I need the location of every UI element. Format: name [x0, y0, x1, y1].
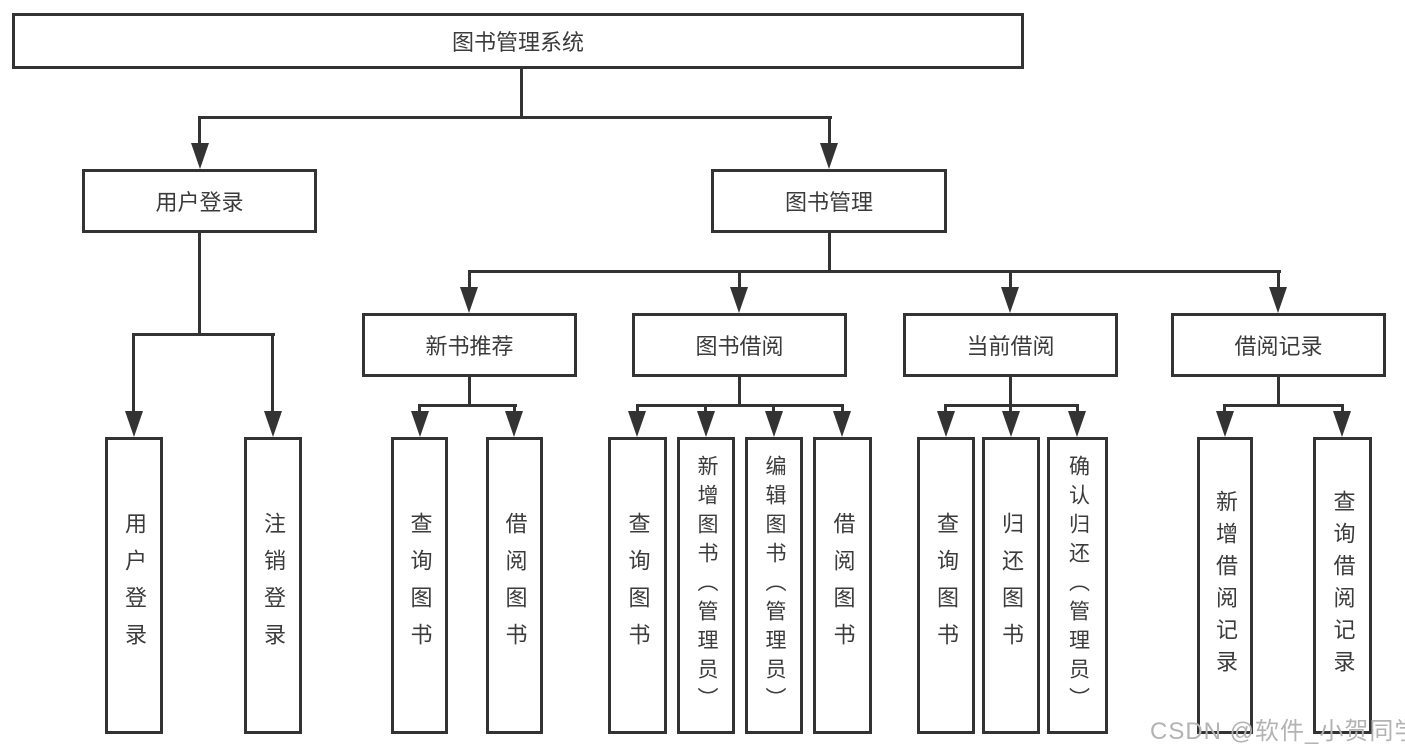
node-library-management-system: 图书管理系统: [12, 13, 1024, 69]
leaf-add-books-admin: 新增图书（管理员）: [677, 437, 735, 734]
connector-line: [1009, 377, 1012, 406]
arrow-down-icon: [1216, 411, 1234, 437]
arrow-down-icon: [505, 411, 523, 437]
connector-line: [1341, 404, 1344, 413]
leaf-logout: 注销登录: [244, 437, 302, 734]
connector-line: [271, 333, 274, 413]
leaf-borrow-books: 借阅图书: [813, 437, 872, 734]
arrow-down-icon: [191, 143, 209, 169]
connector-line: [944, 404, 947, 413]
leaf-user-login-label: 用户登录: [122, 511, 147, 660]
leaf-borrow-books-recommend-label: 借阅图书: [502, 511, 528, 660]
csdn-watermark: CSDN @软件_小贺同学: [1150, 718, 1405, 745]
connector-line: [1076, 404, 1079, 413]
leaf-return-books: 归还图书: [982, 437, 1040, 734]
node-current-borrow: 当前借阅: [903, 313, 1118, 377]
arrow-down-icon: [460, 287, 478, 313]
leaf-query-books-current-label: 查询图书: [934, 511, 959, 660]
leaf-confirm-return-admin: 确认归还（管理员）: [1047, 437, 1108, 734]
node-user-login: 用户登录: [82, 169, 317, 233]
leaf-query-borrow-record: 查询借阅记录: [1313, 437, 1372, 734]
connector-line: [828, 116, 831, 146]
connector-line: [198, 116, 832, 119]
connector-line: [772, 404, 775, 413]
leaf-logout-label: 注销登录: [261, 511, 286, 660]
connector-line: [198, 116, 201, 146]
leaf-query-books-recommend: 查询图书: [391, 437, 448, 734]
connector-line: [468, 377, 471, 406]
leaf-query-books-borrow-label: 查询图书: [625, 511, 651, 660]
node-borrow-records: 借阅记录: [1171, 313, 1386, 377]
connector-line: [738, 270, 741, 289]
connector-line: [1223, 404, 1226, 413]
connector-line: [841, 404, 844, 413]
node-borrow-records-label: 借阅记录: [1234, 334, 1323, 359]
arrow-down-icon: [1001, 287, 1019, 313]
arrow-down-icon: [1068, 411, 1086, 437]
leaf-add-borrow-record-label: 新增借阅记录: [1213, 489, 1238, 682]
connector-line: [1277, 377, 1280, 406]
leaf-add-borrow-record: 新增借阅记录: [1197, 437, 1253, 734]
connector-line: [1009, 270, 1012, 289]
connector-line: [520, 69, 523, 116]
leaf-confirm-return-admin-label: 确认归还（管理员）: [1066, 455, 1090, 716]
leaf-query-books-recommend-label: 查询图书: [407, 511, 433, 660]
node-new-book-recommend: 新书推荐: [362, 313, 577, 377]
connector-line: [828, 233, 831, 272]
node-book-borrow: 图书借阅: [632, 313, 847, 377]
arrow-down-icon: [833, 411, 851, 437]
arrow-down-icon: [411, 411, 429, 437]
leaf-query-books-current: 查询图书: [917, 437, 975, 734]
arrow-down-icon: [1269, 287, 1287, 313]
connector-line: [636, 404, 844, 407]
arrow-down-icon: [730, 287, 748, 313]
connector-line: [738, 377, 741, 406]
connector-line: [704, 404, 707, 413]
leaf-query-books-borrow: 查询图书: [608, 437, 667, 734]
node-current-borrow-label: 当前借阅: [966, 334, 1055, 359]
connector-line: [468, 270, 471, 289]
leaf-user-login: 用户登录: [105, 437, 163, 734]
arrow-down-icon: [628, 411, 646, 437]
node-user-login-label: 用户登录: [155, 190, 244, 215]
node-book-borrow-label: 图书借阅: [695, 334, 784, 359]
leaf-borrow-books-label: 借阅图书: [830, 511, 856, 660]
connector-line: [198, 233, 201, 335]
arrow-down-icon: [1333, 411, 1351, 437]
connector-line: [636, 404, 639, 413]
node-library-management-system-label: 图书管理系统: [451, 30, 584, 55]
connector-line: [132, 333, 275, 336]
node-new-book-recommend-label: 新书推荐: [425, 334, 514, 359]
arrow-down-icon: [125, 411, 143, 437]
arrow-down-icon: [1002, 411, 1020, 437]
leaf-return-books-label: 归还图书: [999, 511, 1024, 660]
connector-line: [468, 270, 1281, 273]
leaf-borrow-books-recommend: 借阅图书: [486, 437, 543, 734]
connector-line: [513, 404, 516, 413]
connector-line: [1223, 404, 1344, 407]
arrow-down-icon: [697, 411, 715, 437]
leaf-edit-books-admin: 编辑图书（管理员）: [745, 437, 803, 734]
arrow-down-icon: [765, 411, 783, 437]
leaf-add-books-admin-label: 新增图书（管理员）: [695, 455, 718, 716]
arrow-down-icon: [937, 411, 955, 437]
connector-line: [1009, 404, 1012, 413]
leaf-query-borrow-record-label: 查询借阅记录: [1330, 489, 1356, 682]
connector-line: [418, 404, 421, 413]
leaf-edit-books-admin-label: 编辑图书（管理员）: [763, 455, 786, 716]
connector-line: [418, 404, 517, 407]
arrow-down-icon: [820, 143, 838, 169]
node-book-management-label: 图书管理: [784, 190, 873, 215]
node-book-management: 图书管理: [711, 169, 947, 233]
connector-line: [132, 333, 135, 413]
arrow-down-icon: [264, 411, 282, 437]
connector-line: [1277, 270, 1280, 289]
